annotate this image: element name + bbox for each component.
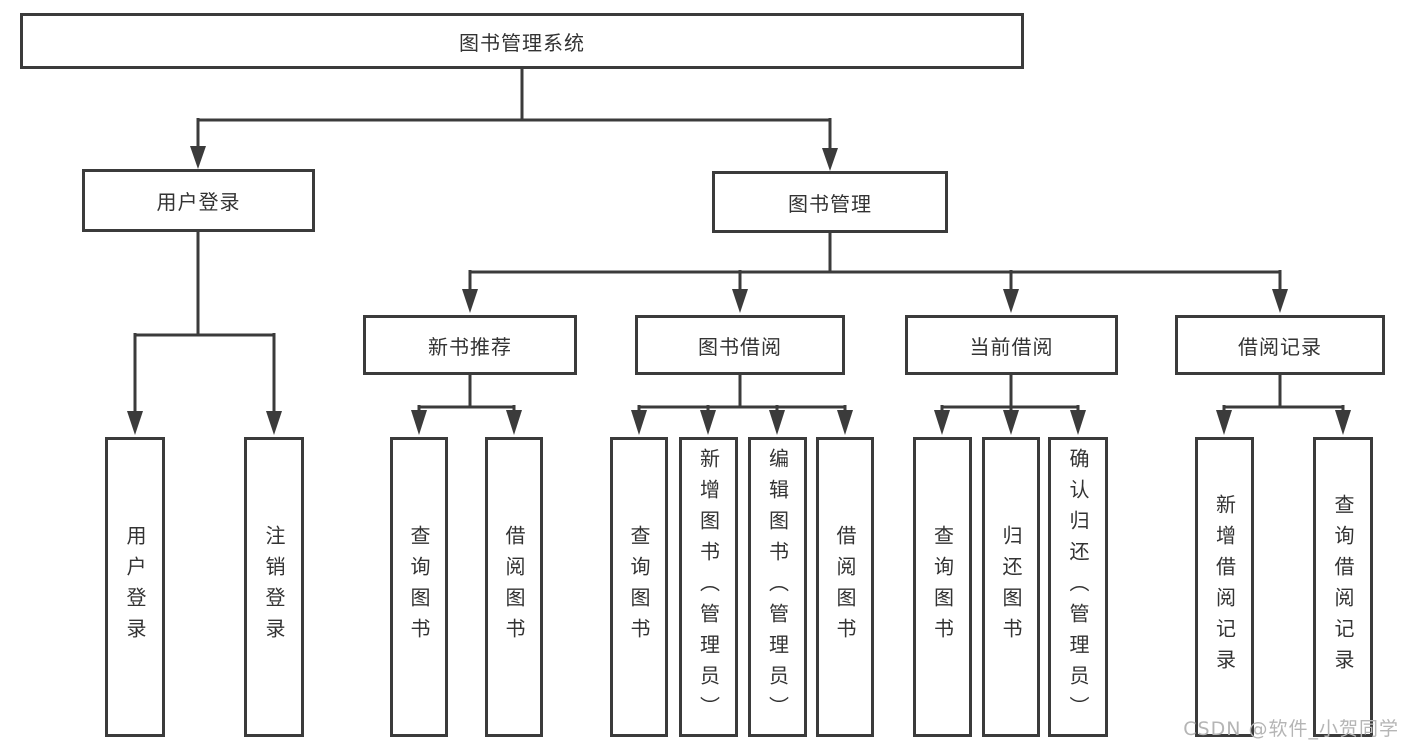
leaf-query-borrow-record: 查询借阅记录 (1313, 437, 1373, 737)
leaf-logout: 注销登录 (244, 437, 304, 737)
arrowheads (127, 146, 1351, 435)
leaf-edit-books-admin: 编辑图书（管理员） (748, 437, 807, 737)
node-user-login-label: 用户登录 (156, 190, 241, 214)
node-borrowing-records: 借阅记录 (1175, 315, 1385, 375)
leaf-add-borrow-record: 新增借阅记录 (1195, 437, 1254, 737)
leaf-return-books-label: 归还图书 (999, 525, 1023, 649)
node-book-borrowing-label: 图书借阅 (698, 334, 782, 359)
leaf-query-books-3-label: 查询图书 (930, 525, 955, 649)
leaf-confirm-return-admin: 确认归还（管理员） (1048, 437, 1108, 737)
leaf-borrow-books-1-label: 借阅图书 (502, 525, 526, 649)
node-book-management: 图书管理 (712, 171, 948, 233)
node-current-borrowing-label: 当前借阅 (969, 334, 1054, 359)
leaf-query-books-3: 查询图书 (913, 437, 972, 737)
node-current-borrowing: 当前借阅 (905, 315, 1118, 375)
leaf-add-borrow-record-label: 新增借阅记录 (1212, 494, 1237, 680)
node-book-management-label: 图书管理 (788, 191, 872, 216)
leaf-query-books-1: 查询图书 (390, 437, 448, 737)
leaf-query-books-2: 查询图书 (610, 437, 668, 737)
leaf-query-borrow-record-label: 查询借阅记录 (1331, 494, 1355, 680)
leaf-user-login: 用户登录 (105, 437, 165, 737)
leaf-borrow-books-1: 借阅图书 (485, 437, 543, 737)
node-new-book-recommend-label: 新书推荐 (428, 334, 512, 359)
leaf-user-login-label: 用户登录 (123, 525, 147, 649)
csdn-watermark: CSDN @软件_小贺同学 (1183, 718, 1399, 740)
leaf-add-books-admin-label: 新增图书（管理员） (696, 447, 721, 727)
leaf-logout-label: 注销登录 (262, 525, 286, 649)
node-user-login: 用户登录 (82, 169, 315, 232)
node-book-borrowing: 图书借阅 (635, 315, 845, 375)
leaf-borrow-books-2: 借阅图书 (816, 437, 874, 737)
leaf-confirm-return-admin-label: 确认归还（管理员） (1066, 447, 1090, 727)
leaf-query-books-2-label: 查询图书 (627, 525, 651, 649)
node-root-label: 图书管理系统 (459, 30, 585, 55)
leaf-add-books-admin: 新增图书（管理员） (679, 437, 738, 737)
node-root: 图书管理系统 (20, 13, 1024, 69)
leaf-return-books: 归还图书 (982, 437, 1040, 737)
leaf-borrow-books-2-label: 借阅图书 (833, 525, 857, 649)
node-new-book-recommend: 新书推荐 (363, 315, 577, 375)
leaf-edit-books-admin-label: 编辑图书（管理员） (765, 447, 790, 727)
leaf-query-books-1-label: 查询图书 (407, 525, 431, 649)
node-borrowing-records-label: 借阅记录 (1238, 334, 1322, 359)
